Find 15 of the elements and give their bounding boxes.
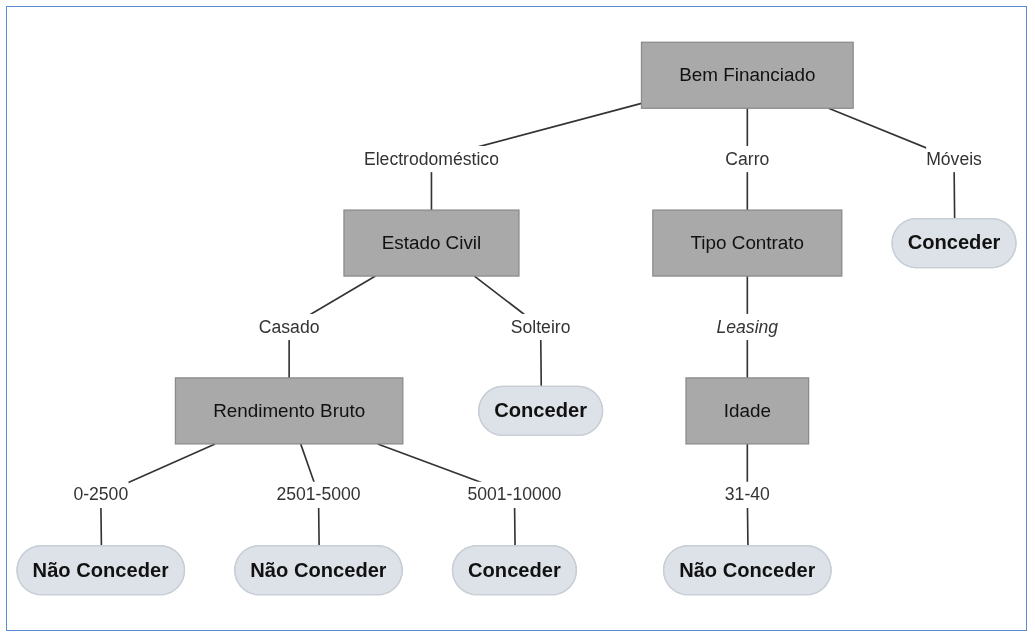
node-box: Idade xyxy=(685,377,810,445)
node-box: Tipo Contrato xyxy=(652,209,843,277)
node-box: Estado Civil xyxy=(343,209,520,277)
edge-label: Móveis xyxy=(926,148,982,169)
node-box: Rendimento Bruto xyxy=(174,377,404,445)
edge-label: Leasing xyxy=(716,316,779,337)
edge-label: 2501-5000 xyxy=(276,484,361,505)
edge-label: Carro xyxy=(725,148,770,169)
edge-label: Casado xyxy=(258,316,320,337)
edge-label: 5001-10000 xyxy=(467,484,562,505)
edge-label: Solteiro xyxy=(510,316,571,337)
edge-label: 31-40 xyxy=(724,484,770,505)
edge-label: 0-2500 xyxy=(73,484,129,505)
node-box: Bem Financiado xyxy=(640,41,854,109)
edge-label: Electrodoméstico xyxy=(363,148,499,169)
